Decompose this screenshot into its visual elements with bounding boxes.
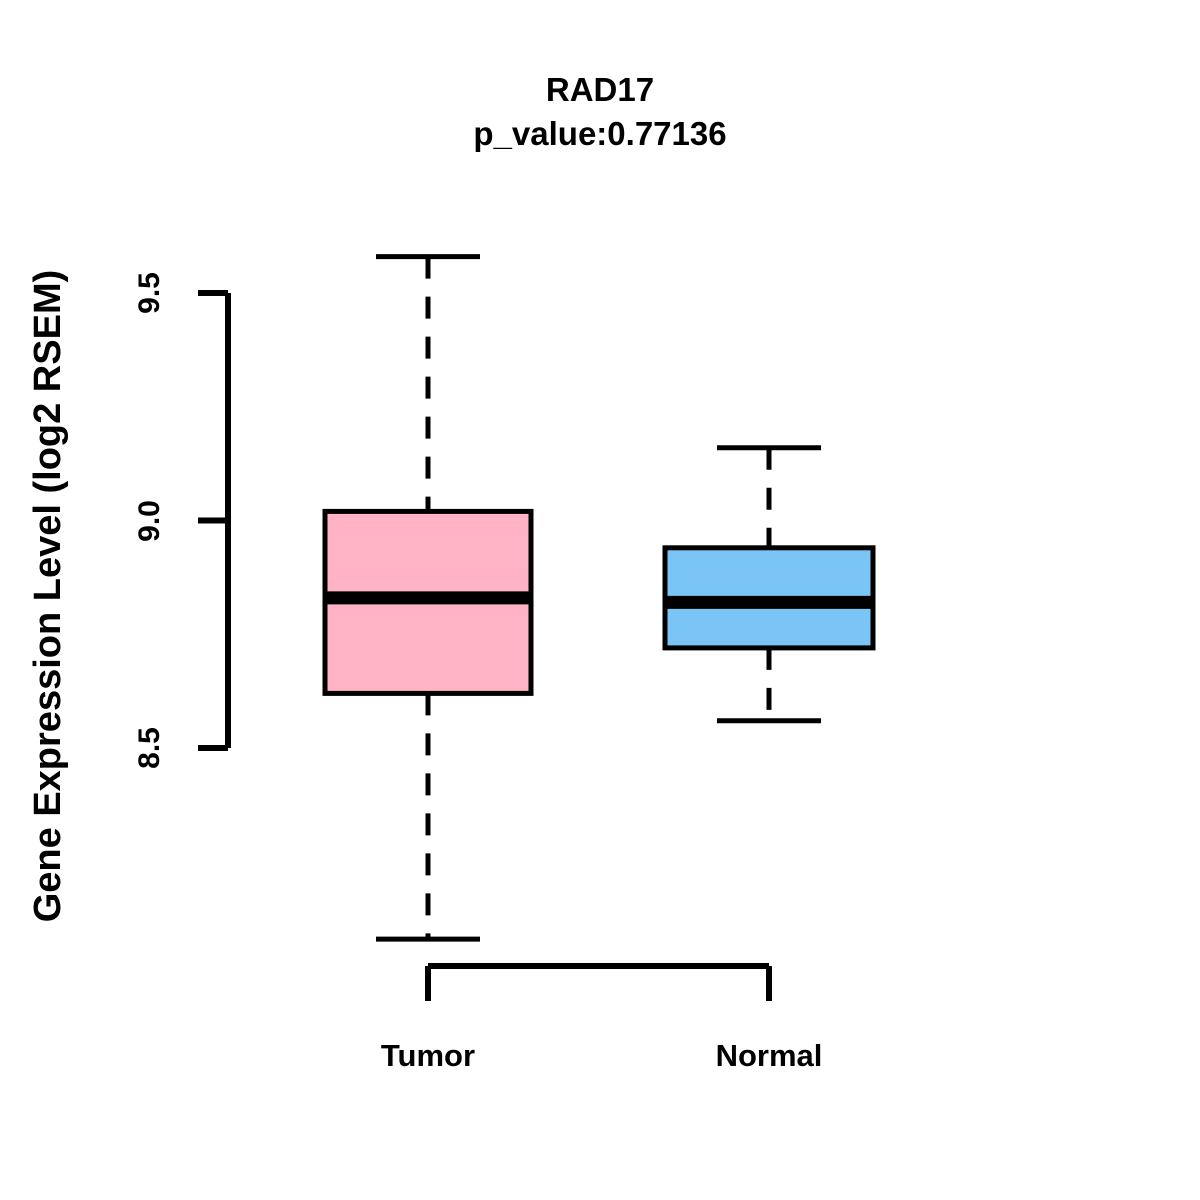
x-axis	[425, 963, 772, 1001]
box-series	[322, 254, 876, 942]
y-axis	[198, 290, 231, 751]
